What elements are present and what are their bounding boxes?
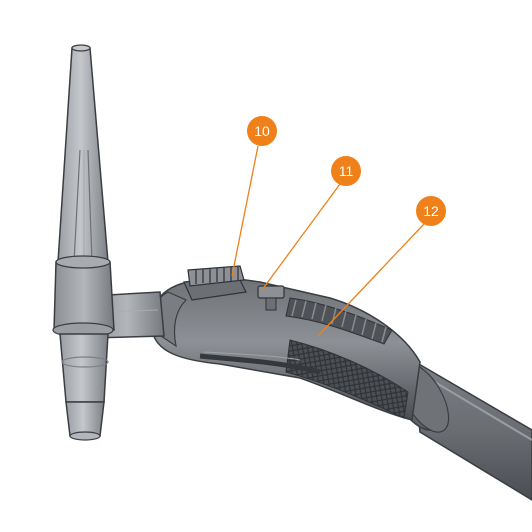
torch-head bbox=[52, 44, 115, 441]
callout-12: 12 bbox=[416, 196, 446, 226]
torch-switch bbox=[183, 265, 285, 311]
callout-label: 12 bbox=[423, 203, 439, 219]
callout-label: 10 bbox=[254, 123, 270, 139]
leader-lines bbox=[231, 145, 425, 337]
leader-line-10 bbox=[231, 145, 259, 277]
callout-badge bbox=[247, 116, 277, 146]
callout-10: 10 bbox=[247, 116, 277, 146]
callout-badge bbox=[416, 196, 446, 226]
leader-line-11 bbox=[261, 183, 341, 291]
callout-label: 11 bbox=[339, 163, 354, 179]
torch-handle bbox=[151, 277, 421, 421]
leader-line-12 bbox=[317, 223, 425, 337]
callout-badge bbox=[331, 156, 361, 186]
callout-11: 11 bbox=[331, 156, 361, 186]
